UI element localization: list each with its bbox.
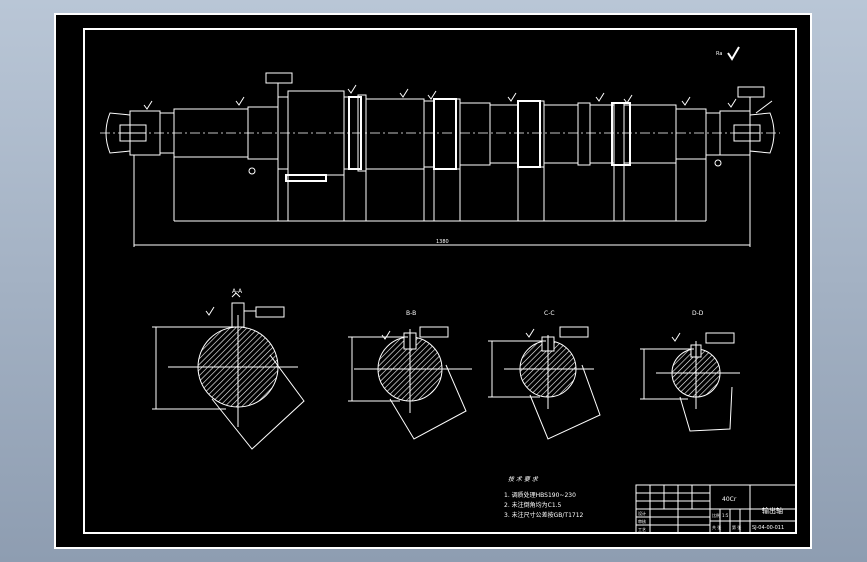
svg-text:1:5: 1:5 xyxy=(722,513,729,518)
svg-text:第 张: 第 张 xyxy=(732,524,741,530)
section-a: A-A xyxy=(152,288,305,450)
svg-text:审核: 审核 xyxy=(638,518,646,524)
tech-req-line-1: 1. 调质处理HBS190~230 xyxy=(504,491,576,499)
cad-drawing: Ra xyxy=(83,28,797,534)
shaft-main-view: 1380 xyxy=(100,72,780,247)
title-part-name: 输出轴 xyxy=(762,506,783,515)
tech-req-line-2: 2. 未注倒角均为C1.5 xyxy=(504,501,562,509)
title-drawing-no: SJ-04-00-011 xyxy=(752,525,784,531)
tech-req-title: 技 术 要 求 xyxy=(508,475,539,483)
svg-text:B-B: B-B xyxy=(406,310,416,317)
technical-requirements: 技 术 要 求 1. 调质处理HBS190~230 2. 未注倒角均为C1.5 … xyxy=(504,475,584,519)
drawing-sheet: Ra xyxy=(54,13,812,549)
svg-text:A-A: A-A xyxy=(232,288,243,295)
overall-length-dim: 1380 xyxy=(436,239,449,245)
general-roughness-symbol: Ra xyxy=(716,46,740,61)
svg-text:D-D: D-D xyxy=(692,310,704,317)
title-material: 40Cr xyxy=(722,496,737,503)
svg-text:共 张: 共 张 xyxy=(712,524,721,530)
inner-border xyxy=(83,28,797,534)
section-c: C-C xyxy=(488,310,601,440)
svg-text:C-C: C-C xyxy=(544,310,555,317)
tech-req-line-3: 3. 未注尺寸公差按GB/T1712 xyxy=(504,511,584,519)
svg-text:设计: 设计 xyxy=(638,510,646,516)
svg-text:比例: 比例 xyxy=(712,512,720,518)
svg-text:工艺: 工艺 xyxy=(638,527,646,532)
title-block: 40Cr 输出轴 SJ-04-00-011 比例 1:5 设计 审核 工艺 共 … xyxy=(635,484,797,534)
svg-text:Ra: Ra xyxy=(716,51,722,57)
section-d: D-D xyxy=(640,310,740,432)
section-b: B-B xyxy=(348,310,472,440)
